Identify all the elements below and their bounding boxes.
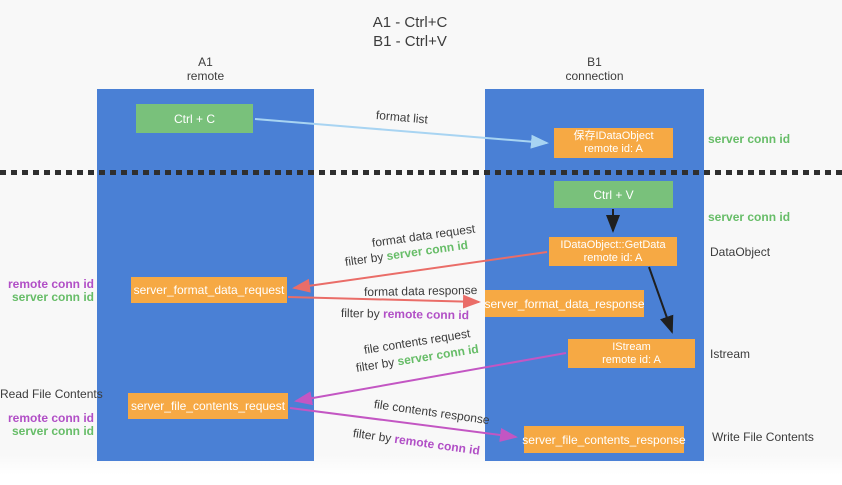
- diagram-title: A1 - Ctrl+C B1 - Ctrl+V: [310, 13, 510, 51]
- format-data-response-text: format data response: [363, 283, 478, 299]
- server-conn-id-text: server conn id: [11, 424, 94, 438]
- server-conn-id-text: server conn id: [708, 210, 791, 224]
- remote-conn-id-text: remote conn id: [393, 431, 481, 458]
- node-getdata-line1: IDataObject::GetData: [560, 238, 666, 251]
- node-ctrl-c: Ctrl + C: [136, 104, 253, 133]
- remote-conn-id-text: remote conn id: [7, 411, 94, 425]
- title-line-2: B1 - Ctrl+V: [373, 33, 447, 50]
- filter-by-text: filter by: [352, 426, 396, 446]
- side-label-istream: Istream: [710, 348, 750, 361]
- node-getdata-line2: remote id: A: [583, 251, 643, 264]
- server-conn-id-text: server conn id: [708, 132, 791, 146]
- node-istream: IStream remote id: A: [568, 339, 695, 368]
- node-server-file-contents-request: server_file_contents_request: [128, 393, 288, 419]
- node-ctrl-c-label: Ctrl + C: [173, 111, 215, 126]
- write-file-contents-text: Write File Contents: [712, 430, 814, 444]
- node-format-request-label: server_format_data_request: [133, 283, 285, 297]
- side-label-dataobject: DataObject: [710, 246, 770, 259]
- read-file-contents-text: Read File Contents: [0, 387, 103, 401]
- lane-b1-name: B1: [587, 55, 602, 69]
- lane-b1-subtitle: connection: [565, 69, 624, 83]
- server-conn-id-text: server conn id: [11, 290, 94, 304]
- edge-label-filter-by-remote-conn-id-1: filter by remote conn id: [341, 306, 469, 322]
- node-format-response-label: server_format_data_response: [484, 296, 645, 311]
- filter-by-text: filter by: [354, 354, 399, 375]
- node-ctrl-v: Ctrl + V: [554, 181, 673, 208]
- side-label-conn-ids-file: remote conn id server conn id: [0, 412, 94, 438]
- format-list-text: format list: [375, 108, 429, 127]
- node-server-format-data-request: server_format_data_request: [131, 277, 287, 303]
- node-istream-line2: remote id: A: [602, 353, 661, 366]
- remote-conn-id-text: remote conn id: [7, 277, 94, 291]
- side-label-server-conn-id-top: server conn id: [708, 133, 790, 146]
- node-idataobject-getdata: IDataObject::GetData remote id: A: [549, 237, 677, 266]
- istream-text: Istream: [710, 347, 751, 361]
- lane-header-a1: A1 remote: [97, 55, 314, 83]
- side-label-write-file-contents: Write File Contents: [712, 431, 814, 444]
- filter-by-text: filter by: [340, 306, 384, 321]
- lane-header-b1: B1 connection: [485, 55, 704, 83]
- side-label-read-file-contents: Read File Contents: [0, 388, 103, 401]
- lane-a1-name: A1: [198, 55, 213, 69]
- lane-a1-subtitle: remote: [186, 69, 225, 83]
- node-ctrl-v-label: Ctrl + V: [593, 187, 634, 202]
- dashed-divider: [0, 170, 842, 175]
- node-file-response-label: server_file_contents_response: [522, 432, 686, 447]
- edge-label-filter-by-remote-conn-id-2: filter by remote conn id: [352, 426, 481, 458]
- node-save-idataobject: 保存IDataObject remote id: A: [554, 128, 673, 158]
- remote-conn-id-text: remote conn id: [382, 306, 470, 323]
- node-file-request-label: server_file_contents_request: [130, 399, 286, 413]
- edge-label-file-contents-response: file contents response: [373, 397, 491, 427]
- side-label-server-conn-id-mid: server conn id: [708, 211, 790, 224]
- node-server-format-data-response: server_format_data_response: [484, 290, 645, 317]
- dataobject-text: DataObject: [710, 245, 771, 259]
- node-save-idataobject-line2: remote id: A: [584, 143, 643, 155]
- side-label-conn-ids-format: remote conn id server conn id: [0, 278, 94, 304]
- title-line-1: A1 - Ctrl+C: [372, 14, 448, 31]
- node-istream-line1: IStream: [612, 340, 651, 353]
- edge-label-format-data-response: format data response: [364, 283, 478, 299]
- node-save-idataobject-line1: 保存IDataObject: [573, 130, 654, 142]
- node-server-file-contents-response: server_file_contents_response: [522, 426, 686, 453]
- edge-label-format-list: format list: [375, 108, 428, 126]
- file-contents-response-text: file contents response: [373, 397, 491, 428]
- filter-by-text: filter by: [344, 249, 388, 269]
